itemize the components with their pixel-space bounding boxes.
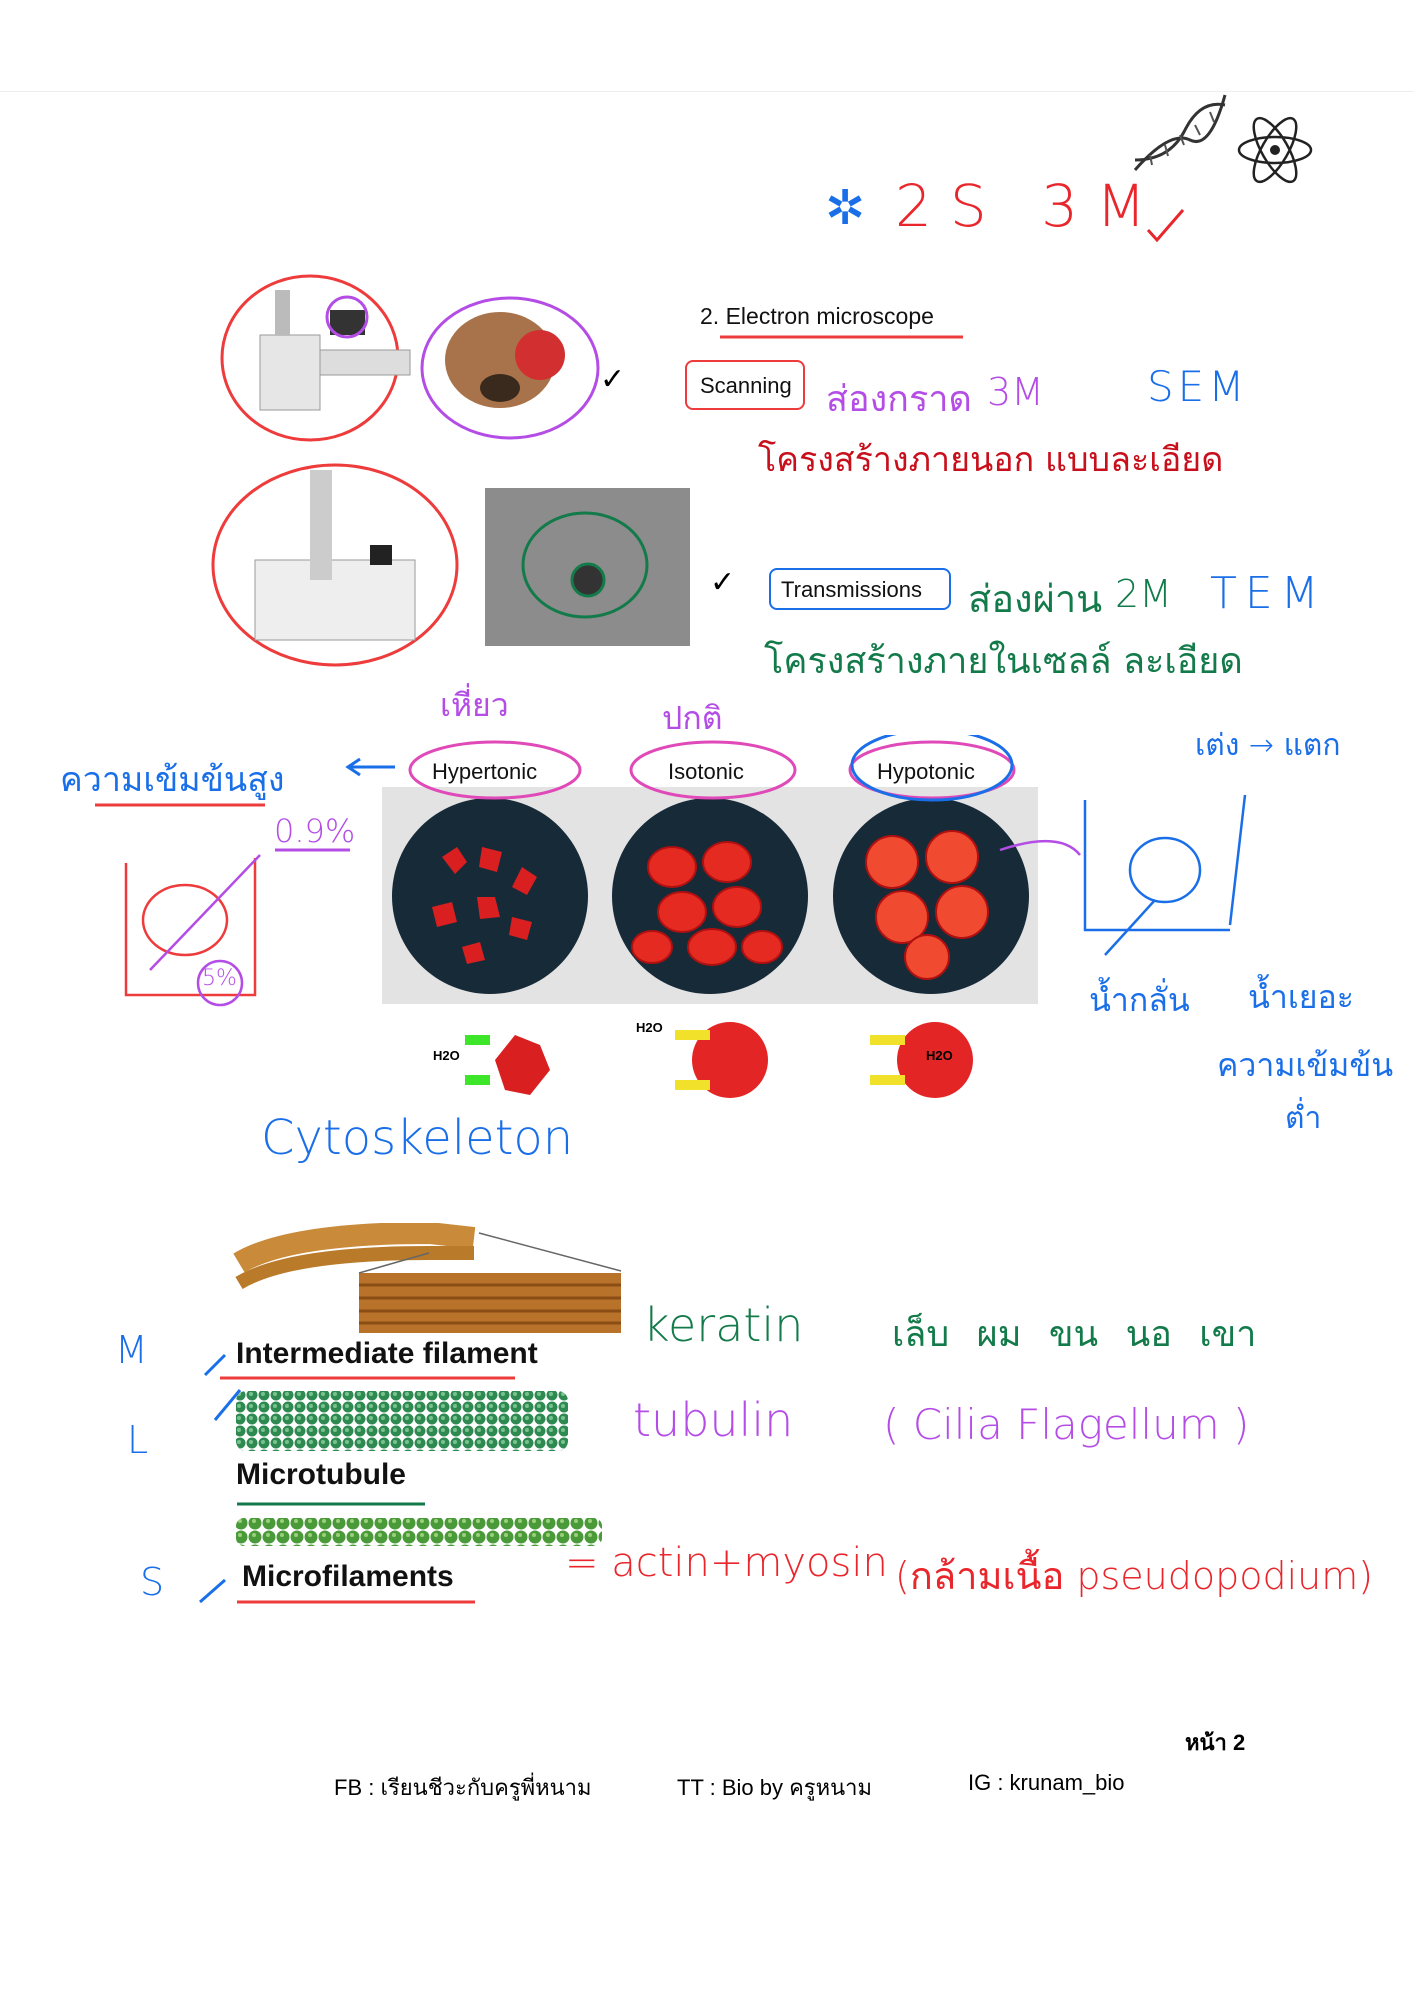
actin-examples: (กล้ามเนื้อ pseudopodium) xyxy=(895,1554,1374,1598)
much-water-note: น้ำเยอะ xyxy=(1248,978,1354,1016)
pct-5: 5% xyxy=(202,966,237,991)
tem-microscope-image xyxy=(211,463,690,667)
cyto-underlines xyxy=(199,1353,515,1604)
scanning-mag: 3M xyxy=(987,370,1044,414)
label-circles xyxy=(408,735,1016,802)
scanning-abbr: SEM xyxy=(1147,362,1249,411)
sem-check: ✓ xyxy=(600,363,626,396)
scanning-desc: โครงสร้างภายนอก แบบละเอียด xyxy=(758,440,1224,480)
right-annotations xyxy=(999,794,1247,956)
tubulin-note: tubulin xyxy=(633,1393,794,1447)
transmission-mag: 2M xyxy=(1115,572,1172,616)
pct-0-9: 0.9% xyxy=(274,812,356,850)
transmission-note: ส่องผ่าน xyxy=(968,577,1103,621)
left-annotations xyxy=(95,757,395,1007)
turgid-burst-note: เต่ง → แตก xyxy=(1195,728,1341,763)
microtubule-label: Microtubule xyxy=(236,1458,406,1491)
em-title: 2. Electron microscope xyxy=(700,303,934,329)
distilled-water-note: น้ำกลั่น xyxy=(1089,981,1190,1019)
footer-fb: FB : เรียนชีวะกับครูพี่หนาม xyxy=(334,1775,592,1800)
h2o-label-3: H2O xyxy=(926,1048,953,1063)
scanning-box xyxy=(685,360,805,410)
isotonic-note: ปกติ xyxy=(662,699,723,737)
microtubule-image xyxy=(236,1391,568,1451)
header-mark: 2S 3M xyxy=(895,172,1165,240)
tubulin-examples: ( Cilia Flagellum ) xyxy=(883,1400,1250,1449)
h2o-label-1: H2O xyxy=(433,1048,460,1063)
size-l: L xyxy=(127,1418,149,1462)
page-number: หน้า 2 xyxy=(1185,1730,1246,1755)
atom-icon xyxy=(1237,116,1313,184)
transmission-desc: โครงสร้างภายในเซลล์ ละเอียด xyxy=(764,641,1243,682)
blood-cells-image xyxy=(392,798,1029,994)
microfilaments-label: Microfilaments xyxy=(242,1560,454,1593)
keratin-examples: เล็บ ผม ขน นอ เขา xyxy=(892,1314,1257,1355)
low-note: ต่ำ xyxy=(1285,1101,1322,1136)
isotonic-label: Isotonic xyxy=(668,759,744,784)
transmission-abbr: TEM xyxy=(1210,568,1327,619)
microfilament-image xyxy=(236,1518,602,1546)
transmission-box xyxy=(769,568,951,610)
intermediate-filament-label: Intermediate filament xyxy=(236,1337,538,1370)
hypertonic-note: เหี่ยว xyxy=(440,686,509,724)
cytoskeleton-title: Cytoskeleton xyxy=(261,1110,574,1166)
scanning-note: ส่องกราด xyxy=(826,379,972,420)
h2o-label-2: H2O xyxy=(636,1020,663,1035)
water-flow-icons xyxy=(465,1022,973,1098)
dna-icon xyxy=(1133,94,1227,171)
star-mark: ✲ xyxy=(825,180,866,236)
scanning-label: Scanning xyxy=(700,373,792,398)
hypertonic-label: Hypertonic xyxy=(432,759,538,784)
transmission-label: Transmissions xyxy=(781,577,922,602)
intermediate-filament-image xyxy=(233,1223,622,1333)
concentration-note: ความเข้มข้น xyxy=(1217,1046,1394,1084)
sem-microscope-image xyxy=(220,274,600,442)
top-bar xyxy=(0,0,1414,92)
check-mark xyxy=(1146,209,1185,243)
size-m: M xyxy=(115,1328,148,1372)
keratin-note: keratin xyxy=(643,1298,804,1352)
hypotonic-label: Hypotonic xyxy=(877,759,975,784)
tem-check: ✓ xyxy=(710,566,736,599)
actin-myosin-note: = actin+myosin xyxy=(565,1540,888,1586)
footer-tt: TT : Bio by ครูหนาม xyxy=(677,1775,873,1800)
title-underline xyxy=(720,335,963,339)
size-s: S xyxy=(140,1560,165,1604)
high-concentration-note: ความเข้มข้นสูง xyxy=(60,760,285,800)
footer-ig: IG : krunam_bio xyxy=(968,1770,1125,1795)
